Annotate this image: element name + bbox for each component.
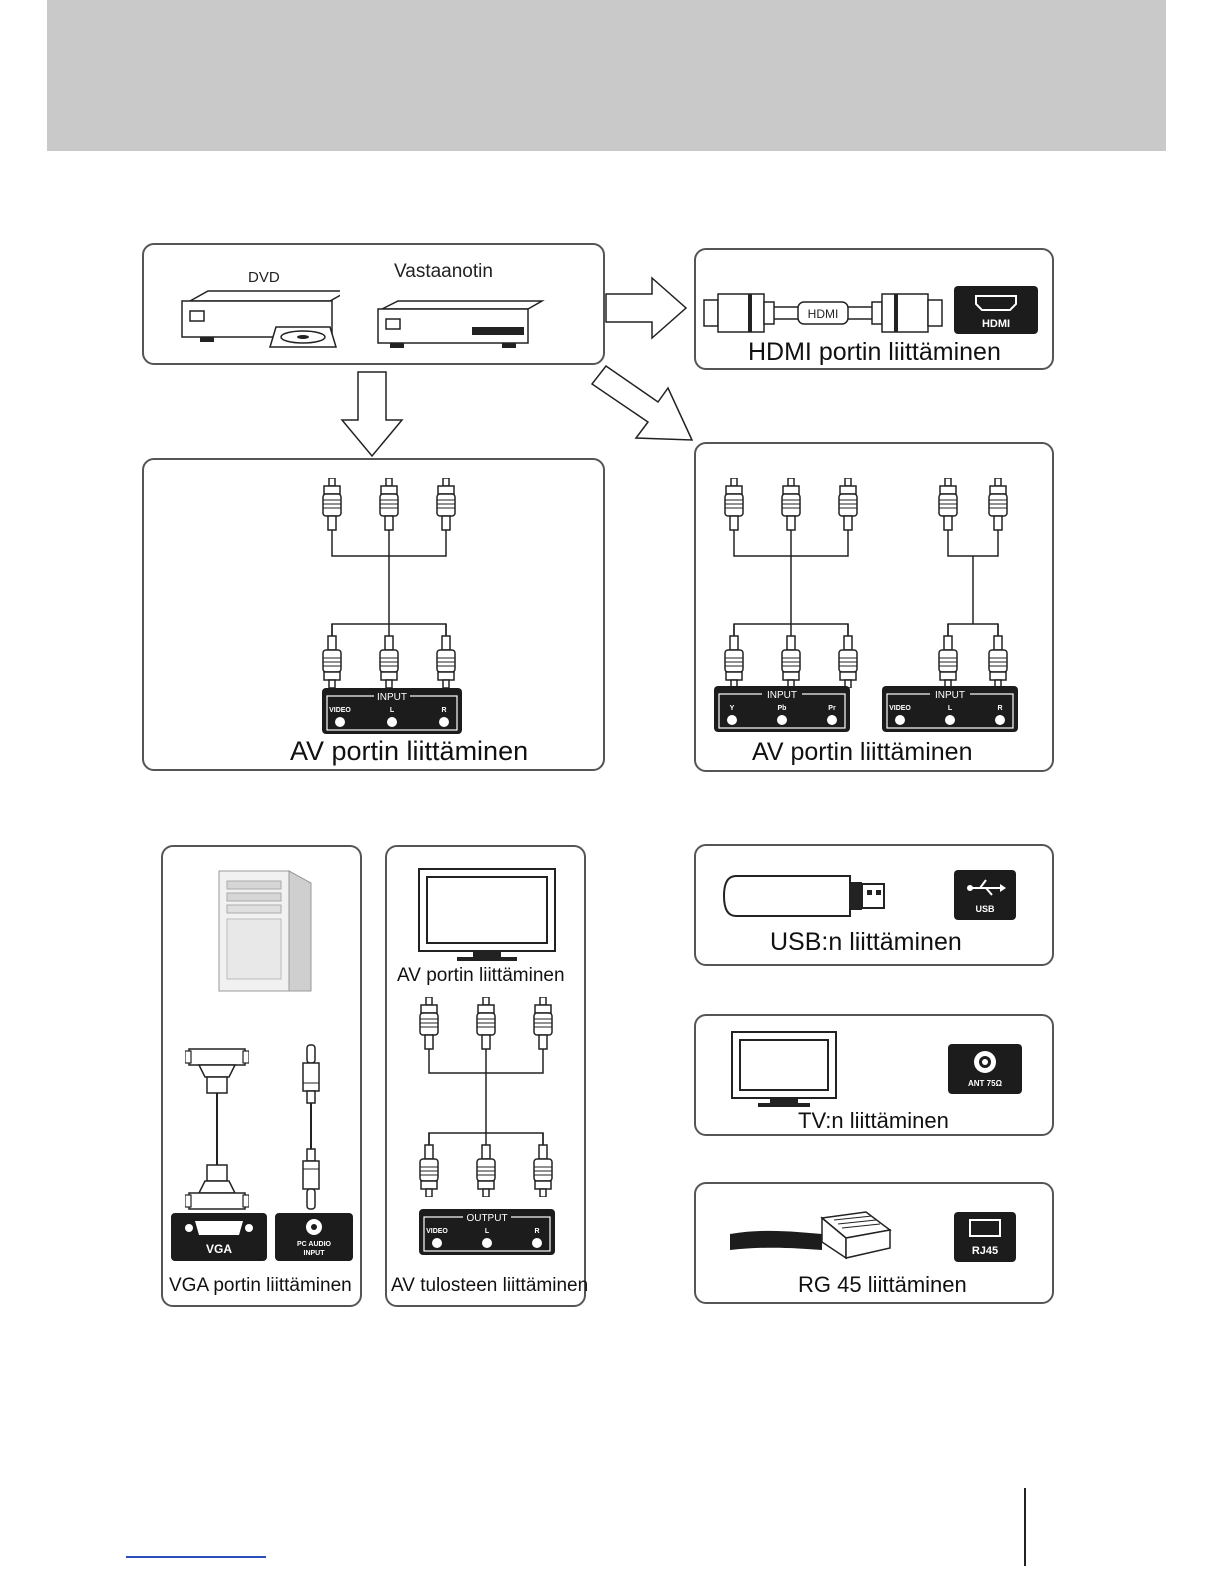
footer-link-rule — [126, 1556, 266, 1558]
av-panel-right: INPUT Y Pb Pr INPUT VIDEO L R AV portin … — [694, 442, 1054, 772]
usb-caption: USB:n liittäminen — [770, 928, 962, 956]
tv-monitor-icon — [418, 868, 556, 961]
av-output-cable-icon — [419, 997, 553, 1197]
audio-input-label: INPUT — [935, 690, 965, 701]
tv-caption: TV:n liittäminen — [798, 1108, 949, 1133]
jack-label-pb: Pb — [778, 705, 787, 712]
usb-port-label: USB — [975, 904, 995, 914]
hdmi-port-label: HDMI — [982, 318, 1010, 330]
hdmi-panel: HDMI HDMI HDMI portin liittäminen — [694, 248, 1054, 370]
pc-audio-port-plate: PC AUDIO INPUT — [275, 1213, 353, 1261]
av-right-caption: AV portin liittäminen — [752, 738, 973, 766]
av-output-caption: AV tulosteen liittäminen — [391, 1275, 589, 1296]
av-cable-3-icon — [322, 478, 456, 688]
vga-cable-icon — [185, 1048, 249, 1210]
hdmi-port-icon: HDMI — [954, 286, 1038, 334]
jack-label-pr: Pr — [828, 705, 836, 712]
av-output-panel: AV portin liittäminen OUTPUT VIDEO L R A… — [385, 845, 589, 1307]
component-input-label: INPUT — [767, 690, 797, 701]
component-cable-icon — [724, 478, 858, 688]
out-jack-label-video: VIDEO — [426, 1228, 448, 1235]
av-output-plate: OUTPUT VIDEO L R — [419, 1209, 555, 1255]
receiver-box-icon — [377, 300, 545, 348]
rj45-caption: RG 45 liittäminen — [798, 1272, 967, 1297]
pc-tower-icon — [218, 870, 312, 992]
dvd-label: DVD — [248, 269, 280, 286]
out-jack-label-r: R — [534, 1228, 539, 1235]
tv-panel: ANT 75Ω TV:n liittäminen — [694, 1014, 1054, 1136]
vga-port-plate: VGA — [171, 1213, 267, 1261]
antenna-port-icon: ANT 75Ω — [948, 1044, 1022, 1094]
vga-panel: VGA PC AUDIO INPUT VGA portin liittämine… — [161, 845, 362, 1307]
jack-label-r-2: R — [997, 705, 1002, 712]
jack-label-y: Y — [730, 705, 735, 712]
header-band — [47, 0, 1166, 151]
page-number-divider — [1024, 1488, 1026, 1566]
usb-port-icon: USB — [954, 870, 1016, 920]
arrow-right-to-hdmi — [605, 276, 688, 340]
network-cable-icon — [730, 1211, 892, 1260]
component-input-plate: INPUT Y Pb Pr — [714, 686, 850, 732]
pc-audio-label-2: INPUT — [304, 1250, 326, 1257]
audio-cable-icon — [938, 478, 1008, 688]
jack-label-video: VIDEO — [329, 707, 351, 714]
vga-port-label: VGA — [206, 1242, 232, 1256]
audio-jack-cable-icon — [302, 1044, 320, 1210]
hdmi-caption: HDMI portin liittäminen — [748, 338, 1001, 366]
rj45-port-label: RJ45 — [972, 1245, 998, 1257]
av-left-caption: AV portin liittäminen — [290, 736, 529, 766]
jack-label-l: L — [390, 707, 395, 714]
audio-input-plate: INPUT VIDEO L R — [882, 686, 1018, 732]
rj45-panel: RJ45 RG 45 liittäminen — [694, 1182, 1054, 1304]
arrow-diagonal-to-component — [590, 364, 694, 441]
usb-panel: USB USB:n liittäminen — [694, 844, 1054, 966]
hdmi-cable-icon: HDMI — [703, 293, 943, 333]
receiver-label: Vastaanotin — [394, 261, 493, 282]
av-output-label: OUTPUT — [466, 1213, 507, 1224]
dvd-player-icon — [181, 290, 340, 348]
arrow-down-to-av — [340, 371, 404, 458]
out-jack-label-l: L — [485, 1228, 490, 1235]
jack-label-l-2: L — [948, 705, 953, 712]
hdmi-cable-label: HDMI — [808, 307, 839, 321]
usb-stick-icon — [722, 875, 885, 917]
pc-audio-label-1: PC AUDIO — [297, 1241, 332, 1248]
antenna-port-label: ANT 75Ω — [968, 1079, 1003, 1088]
jack-label-video-2: VIDEO — [889, 705, 911, 712]
av-input-label: INPUT — [377, 692, 407, 703]
tv-icon — [731, 1031, 837, 1107]
rj45-port-icon: RJ45 — [954, 1212, 1016, 1262]
source-devices-panel: DVD Vastaanotin — [142, 243, 605, 365]
vga-caption: VGA portin liittäminen — [169, 1275, 352, 1296]
jack-label-r: R — [441, 707, 446, 714]
av-output-top-caption: AV portin liittäminen — [397, 965, 565, 986]
av-panel-left: INPUT VIDEO L R AV portin liittäminen — [142, 458, 605, 771]
av-input-plate: INPUT VIDEO L R — [322, 688, 462, 734]
